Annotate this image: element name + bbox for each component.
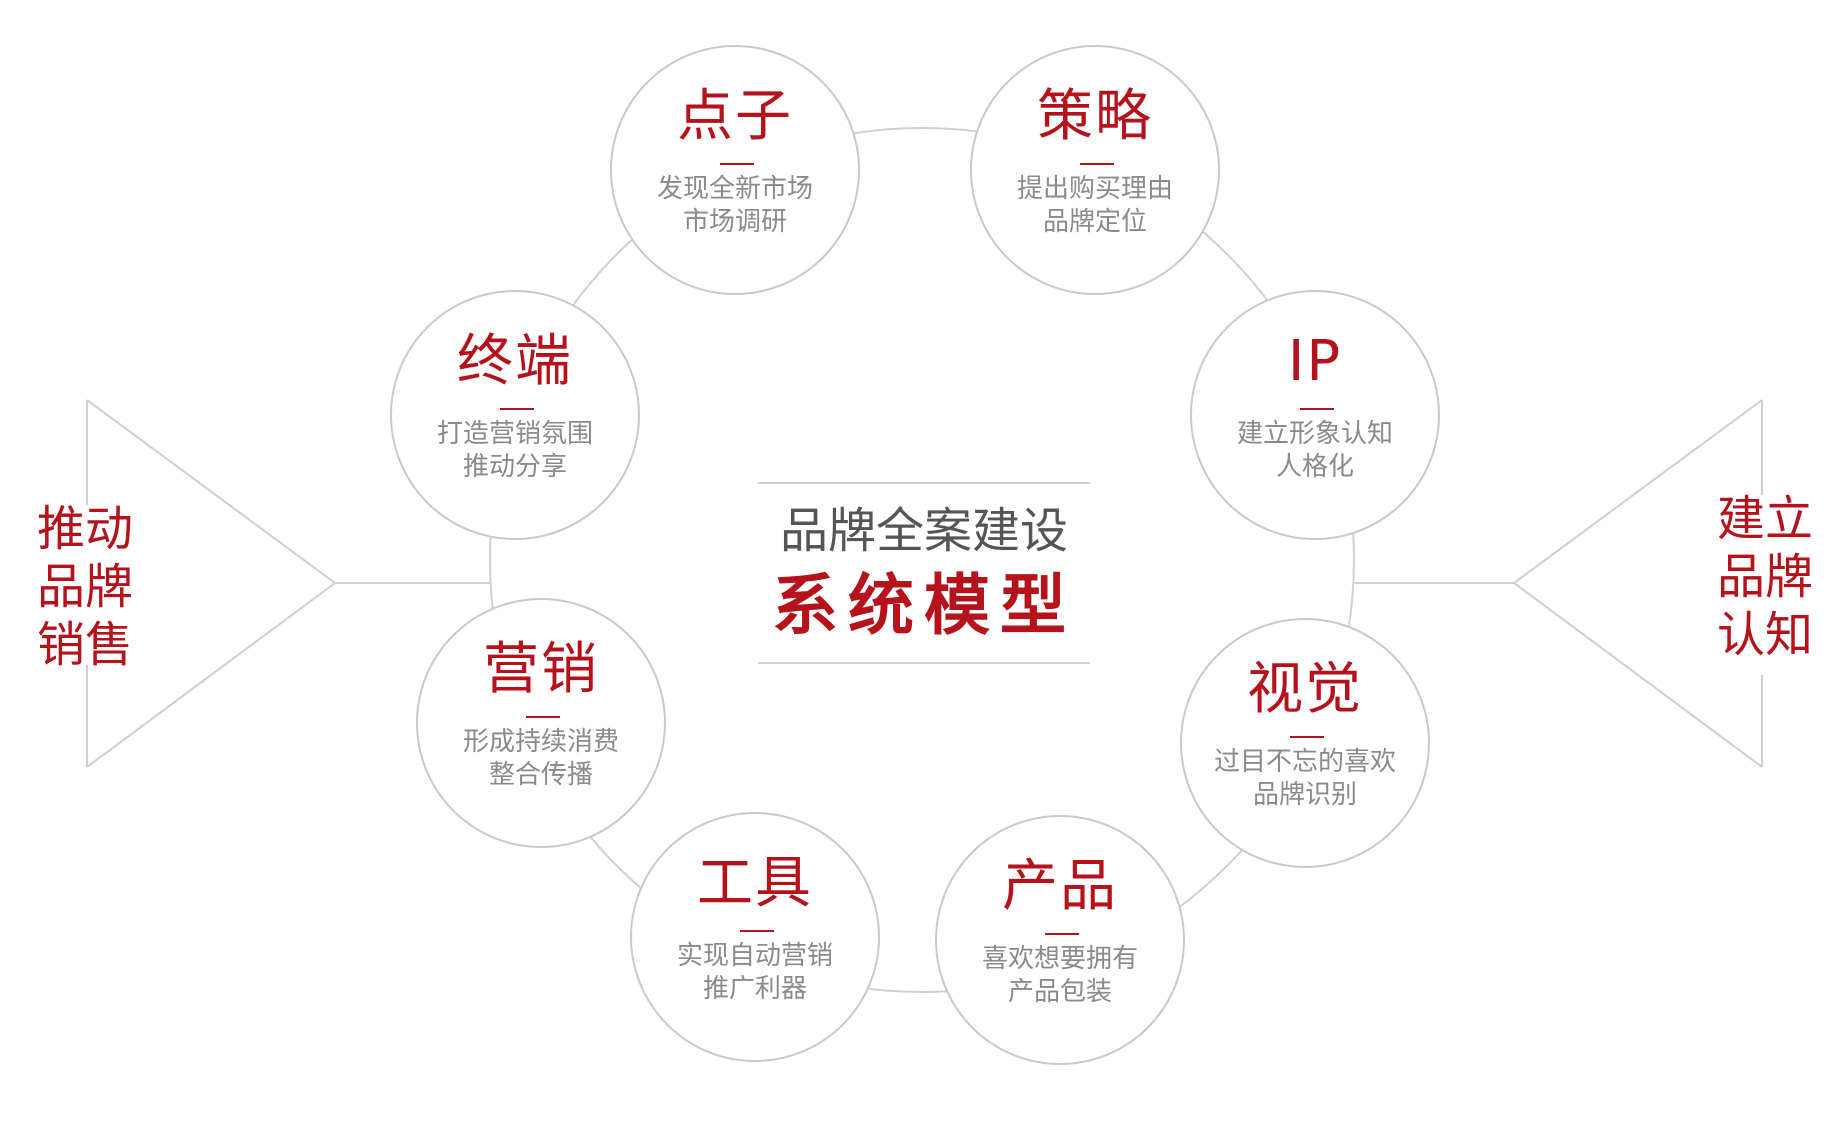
- node-title: 产品: [1002, 854, 1118, 919]
- node-desc: 形成持续消费 整合传播: [418, 726, 664, 792]
- left-label-line-2: 品牌: [36, 559, 133, 615]
- node-desc-line-2: 市场调研: [682, 207, 787, 237]
- node-desc-line-1: 喜欢想要拥有: [981, 944, 1138, 974]
- node-desc-line-1: 打造营销氛围: [436, 419, 593, 449]
- node-desc-line-1: 建立形象认知: [1236, 419, 1393, 449]
- center-bottom-rule: [758, 662, 1090, 664]
- right-label-line-2: 品牌: [1716, 549, 1813, 605]
- left-label-line-3: 销售: [36, 617, 133, 673]
- node-dash: [526, 716, 560, 718]
- node-title: 策略: [1037, 84, 1153, 149]
- left-label-line-1: 推动: [36, 501, 133, 557]
- node-desc-line-2: 推广利器: [702, 974, 807, 1004]
- node-desc-line-2: 产品包装: [1007, 977, 1112, 1007]
- node-title: 点子: [677, 84, 793, 149]
- node-gongju: 工具 实现自动营销 推广利器: [630, 812, 880, 1062]
- node-title: 视觉: [1247, 657, 1363, 722]
- node-title: 终端: [457, 329, 573, 394]
- center-subtitle: 品牌全案建设: [779, 503, 1068, 559]
- node-yingxiao: 营销 形成持续消费 整合传播: [416, 598, 666, 848]
- node-desc-line-1: 发现全新市场: [656, 174, 813, 204]
- node-zhongduan: 终端 打造营销氛围 推动分享: [390, 290, 640, 540]
- node-title: IP: [1287, 329, 1343, 394]
- node-desc-line-2: 推动分享: [462, 452, 567, 482]
- node-desc-line-1: 提出购买理由: [1016, 174, 1173, 204]
- node-dash: [500, 408, 534, 410]
- node-title: 工具: [697, 851, 813, 916]
- node-celue: 策略 提出购买理由 品牌定位: [970, 45, 1220, 295]
- node-dash: [1290, 736, 1324, 738]
- left-side-label: 推动 品牌 销售: [30, 500, 140, 674]
- node-desc: 提出购买理由 品牌定位: [972, 173, 1218, 239]
- node-shijue: 视觉 过目不忘的喜欢 品牌识别: [1180, 618, 1430, 868]
- node-desc-line-2: 品牌定位: [1042, 207, 1147, 237]
- node-dash: [720, 163, 754, 165]
- node-desc-line-2: 人格化: [1275, 452, 1354, 482]
- node-desc: 建立形象认知 人格化: [1192, 418, 1438, 484]
- right-side-label: 建立 品牌 认知: [1710, 490, 1820, 664]
- node-desc: 打造营销氛围 推动分享: [392, 418, 638, 484]
- ring-connector: [489, 127, 1355, 993]
- node-desc-line-1: 过目不忘的喜欢: [1213, 747, 1396, 777]
- node-ip: IP 建立形象认知 人格化: [1190, 290, 1440, 540]
- node-dash: [1300, 408, 1334, 410]
- node-desc: 喜欢想要拥有 产品包装: [937, 943, 1183, 1009]
- node-chanpin: 产品 喜欢想要拥有 产品包装: [935, 815, 1185, 1065]
- node-dianzi: 点子 发现全新市场 市场调研: [610, 45, 860, 295]
- node-dash: [1045, 933, 1079, 935]
- node-desc: 实现自动营销 推广利器: [632, 940, 878, 1006]
- node-dash: [1080, 163, 1114, 165]
- center-top-rule: [758, 482, 1090, 484]
- node-desc-line-2: 整合传播: [488, 760, 593, 790]
- node-title: 营销: [483, 637, 599, 702]
- right-label-line-1: 建立: [1716, 491, 1813, 547]
- center-title-block: 品牌全案建设 系统模型: [758, 482, 1090, 664]
- right-label-line-3: 认知: [1716, 607, 1813, 663]
- center-title: 系统模型: [772, 567, 1076, 644]
- node-desc-line-1: 形成持续消费: [462, 727, 619, 757]
- node-desc: 发现全新市场 市场调研: [612, 173, 858, 239]
- node-desc-line-2: 品牌识别: [1252, 780, 1357, 810]
- node-desc: 过目不忘的喜欢 品牌识别: [1182, 746, 1428, 812]
- node-dash: [740, 930, 774, 932]
- node-desc-line-1: 实现自动营销: [676, 941, 833, 971]
